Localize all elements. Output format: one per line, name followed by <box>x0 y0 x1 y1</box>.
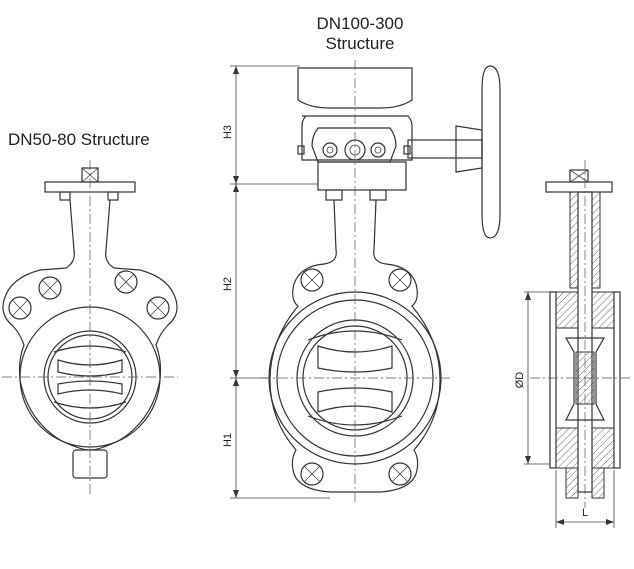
large-valve-bolt-holes <box>300 268 412 486</box>
dimension-diameter: ØD <box>514 372 526 389</box>
small-valve-bolt-holes <box>8 270 170 320</box>
dimension-h3: H3 <box>222 125 234 139</box>
small-valve-front-view <box>2 160 178 495</box>
large-valve-dimensions: H3 H2 H1 <box>222 65 330 499</box>
large-valve-title-line1: DN100-300 <box>316 14 404 33</box>
small-valve-title: DN50-80 Structure <box>8 130 150 149</box>
dimension-length: L <box>582 507 588 519</box>
large-valve-title-line2: Structure <box>325 34 395 53</box>
dimension-h2: H2 <box>222 277 234 291</box>
dimension-h1: H1 <box>222 433 234 447</box>
side-view-dimensions: ØD L <box>514 291 615 528</box>
large-valve-front-view: H3 H2 H1 <box>222 60 501 505</box>
large-valve-title: DN100-300 Structure <box>290 14 430 54</box>
side-section-view: ØD L <box>514 160 630 528</box>
